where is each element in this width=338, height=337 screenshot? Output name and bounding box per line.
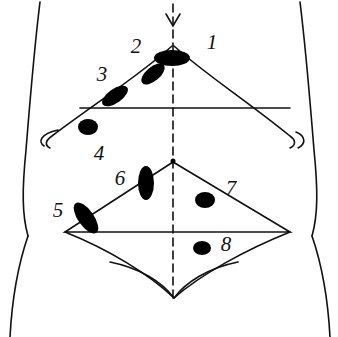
pain-spot [138, 166, 154, 200]
callout-number: 6 [115, 166, 126, 190]
callout-wrap: 6 [115, 168, 126, 189]
rib-curl [296, 132, 304, 148]
callout-wrap: 1 [207, 32, 218, 53]
callout-number: 7 [226, 176, 237, 200]
arrow-head [166, 14, 180, 26]
callout-number: 5 [53, 198, 64, 222]
callout-number: 2 [131, 34, 142, 58]
transpyloric-line [80, 107, 290, 109]
umbilicus-point [171, 159, 176, 164]
callout-wrap: 4 [94, 143, 105, 164]
inguinal-lines [65, 232, 290, 298]
pain-spot [193, 241, 211, 255]
pain-spot [138, 60, 168, 89]
hip-outline [10, 236, 28, 337]
callout-wrap: 8 [221, 234, 232, 255]
hip-outline [312, 236, 330, 337]
pain-spot [195, 192, 215, 208]
pain-spot [69, 199, 103, 238]
midline [172, 4, 174, 298]
pain-spot [78, 119, 98, 135]
pain-spot [99, 82, 132, 111]
groin-lines [110, 262, 238, 298]
costal-margin [174, 46, 295, 148]
rib-curl [41, 130, 58, 146]
callout-wrap: 7 [226, 178, 237, 199]
callout-number: 3 [97, 62, 108, 86]
callout-number: 1 [207, 30, 218, 54]
callout-number: 8 [221, 232, 232, 256]
callout-wrap: 5 [53, 200, 64, 221]
callout-number: 4 [94, 141, 105, 165]
torso-outline [23, 2, 40, 236]
region-lines [65, 162, 290, 232]
callout-wrap: 2 [131, 36, 142, 57]
torso-outline [300, 2, 317, 236]
callout-wrap: 3 [97, 64, 108, 85]
costal-margin [46, 46, 172, 148]
